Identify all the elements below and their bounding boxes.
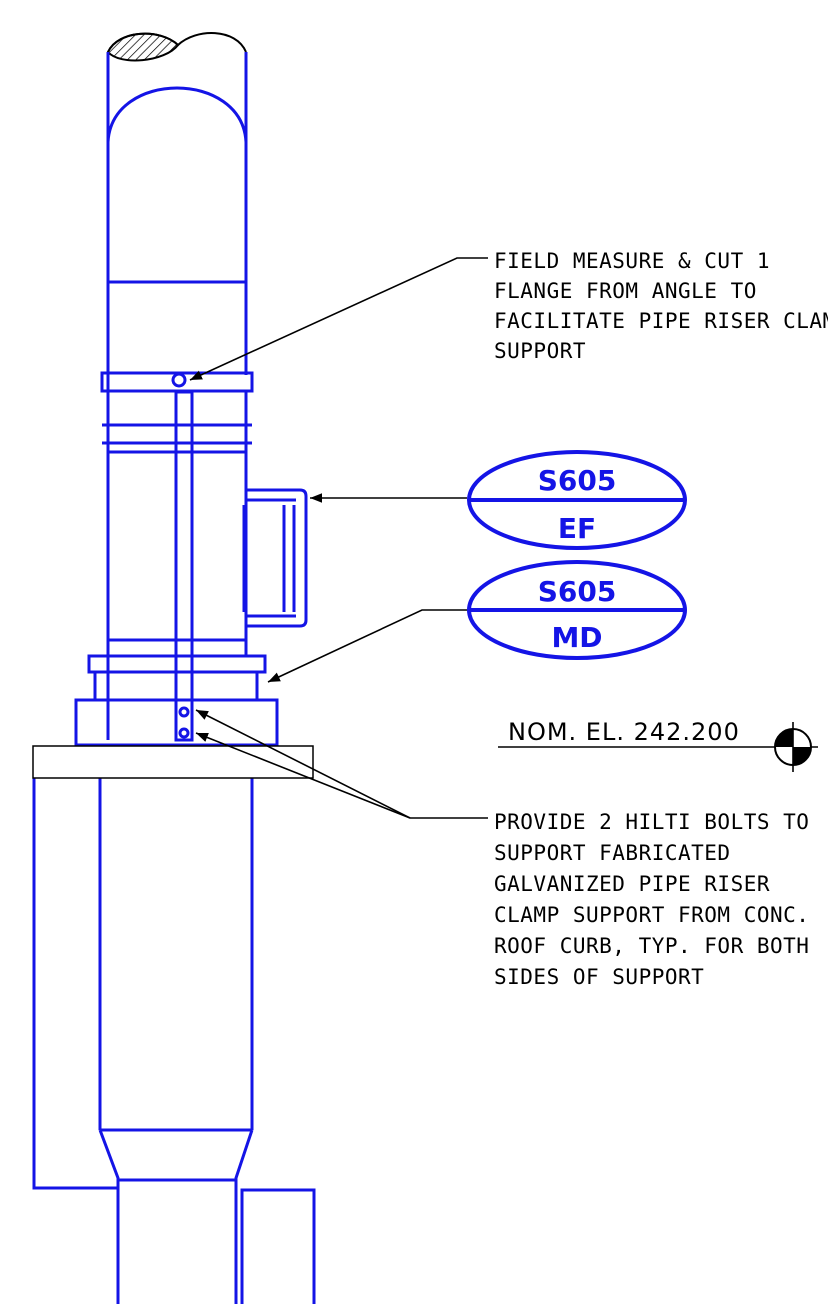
tag-code: MD — [551, 621, 602, 654]
leader-hilti-1 — [195, 709, 488, 819]
drawing-line: GALVANIZED PIPE RISER — [494, 872, 770, 896]
leader-lines — [189, 257, 488, 819]
elevation-callout: NOM. EL. 242.200 — [498, 718, 818, 772]
pipe-segment — [32, 778, 118, 1190]
tag-s605-ef[interactable]: S605 EF — [467, 450, 687, 550]
tag-code: EF — [558, 512, 596, 545]
pipe-riser — [32, 32, 316, 1304]
drawing-line: FIELD MEASURE & CUT 1 — [494, 249, 770, 273]
drawing-line: CLAMP SUPPORT FROM CONC. — [494, 903, 809, 927]
leader-hilti-2 — [195, 732, 411, 819]
pipe-segment — [98, 1129, 120, 1304]
tag-sheet: S605 — [538, 464, 617, 497]
note-hilti-bolts: PROVIDE 2 HILTI BOLTS TO SUPPORT FABRICA… — [494, 810, 809, 989]
elevation-marker-icon — [774, 722, 812, 772]
pipe-segment — [240, 1188, 316, 1304]
pipe-segment — [106, 86, 248, 143]
drawing-line: SUPPORT — [494, 339, 586, 363]
drawing-line: SUPPORT FABRICATED — [494, 841, 731, 865]
pipe-break-hatch — [106, 32, 180, 62]
pipe-segment — [174, 390, 194, 742]
pipe-segment — [246, 488, 308, 628]
leader-tag-md — [267, 609, 471, 683]
elevation-label: NOM. EL. 242.200 — [508, 718, 740, 746]
roof-slab — [32, 745, 314, 779]
drawing-line: PROVIDE 2 HILTI BOLTS TO — [494, 810, 809, 834]
drawing-line: SIDES OF SUPPORT — [494, 965, 704, 989]
drawing-line: FACILITATE PIPE RISER CLAMP — [494, 309, 828, 333]
drawing-line — [793, 747, 811, 765]
drawing-line: ROOF CURB, TYP. FOR BOTH — [494, 934, 809, 958]
pipe-segment — [178, 706, 190, 718]
drawing-line: FLANGE FROM ANGLE TO — [494, 279, 757, 303]
note-field-measure: FIELD MEASURE & CUT 1 FLANGE FROM ANGLE … — [494, 249, 828, 363]
pipe-segment — [178, 727, 190, 739]
leader-field-measure — [189, 257, 488, 381]
tag-sheet: S605 — [538, 575, 617, 608]
tag-s605-md[interactable]: S605 MD — [467, 560, 687, 660]
pipe-segment — [234, 1129, 254, 1304]
drawing-line — [775, 729, 793, 747]
pipe-segment — [171, 372, 187, 388]
